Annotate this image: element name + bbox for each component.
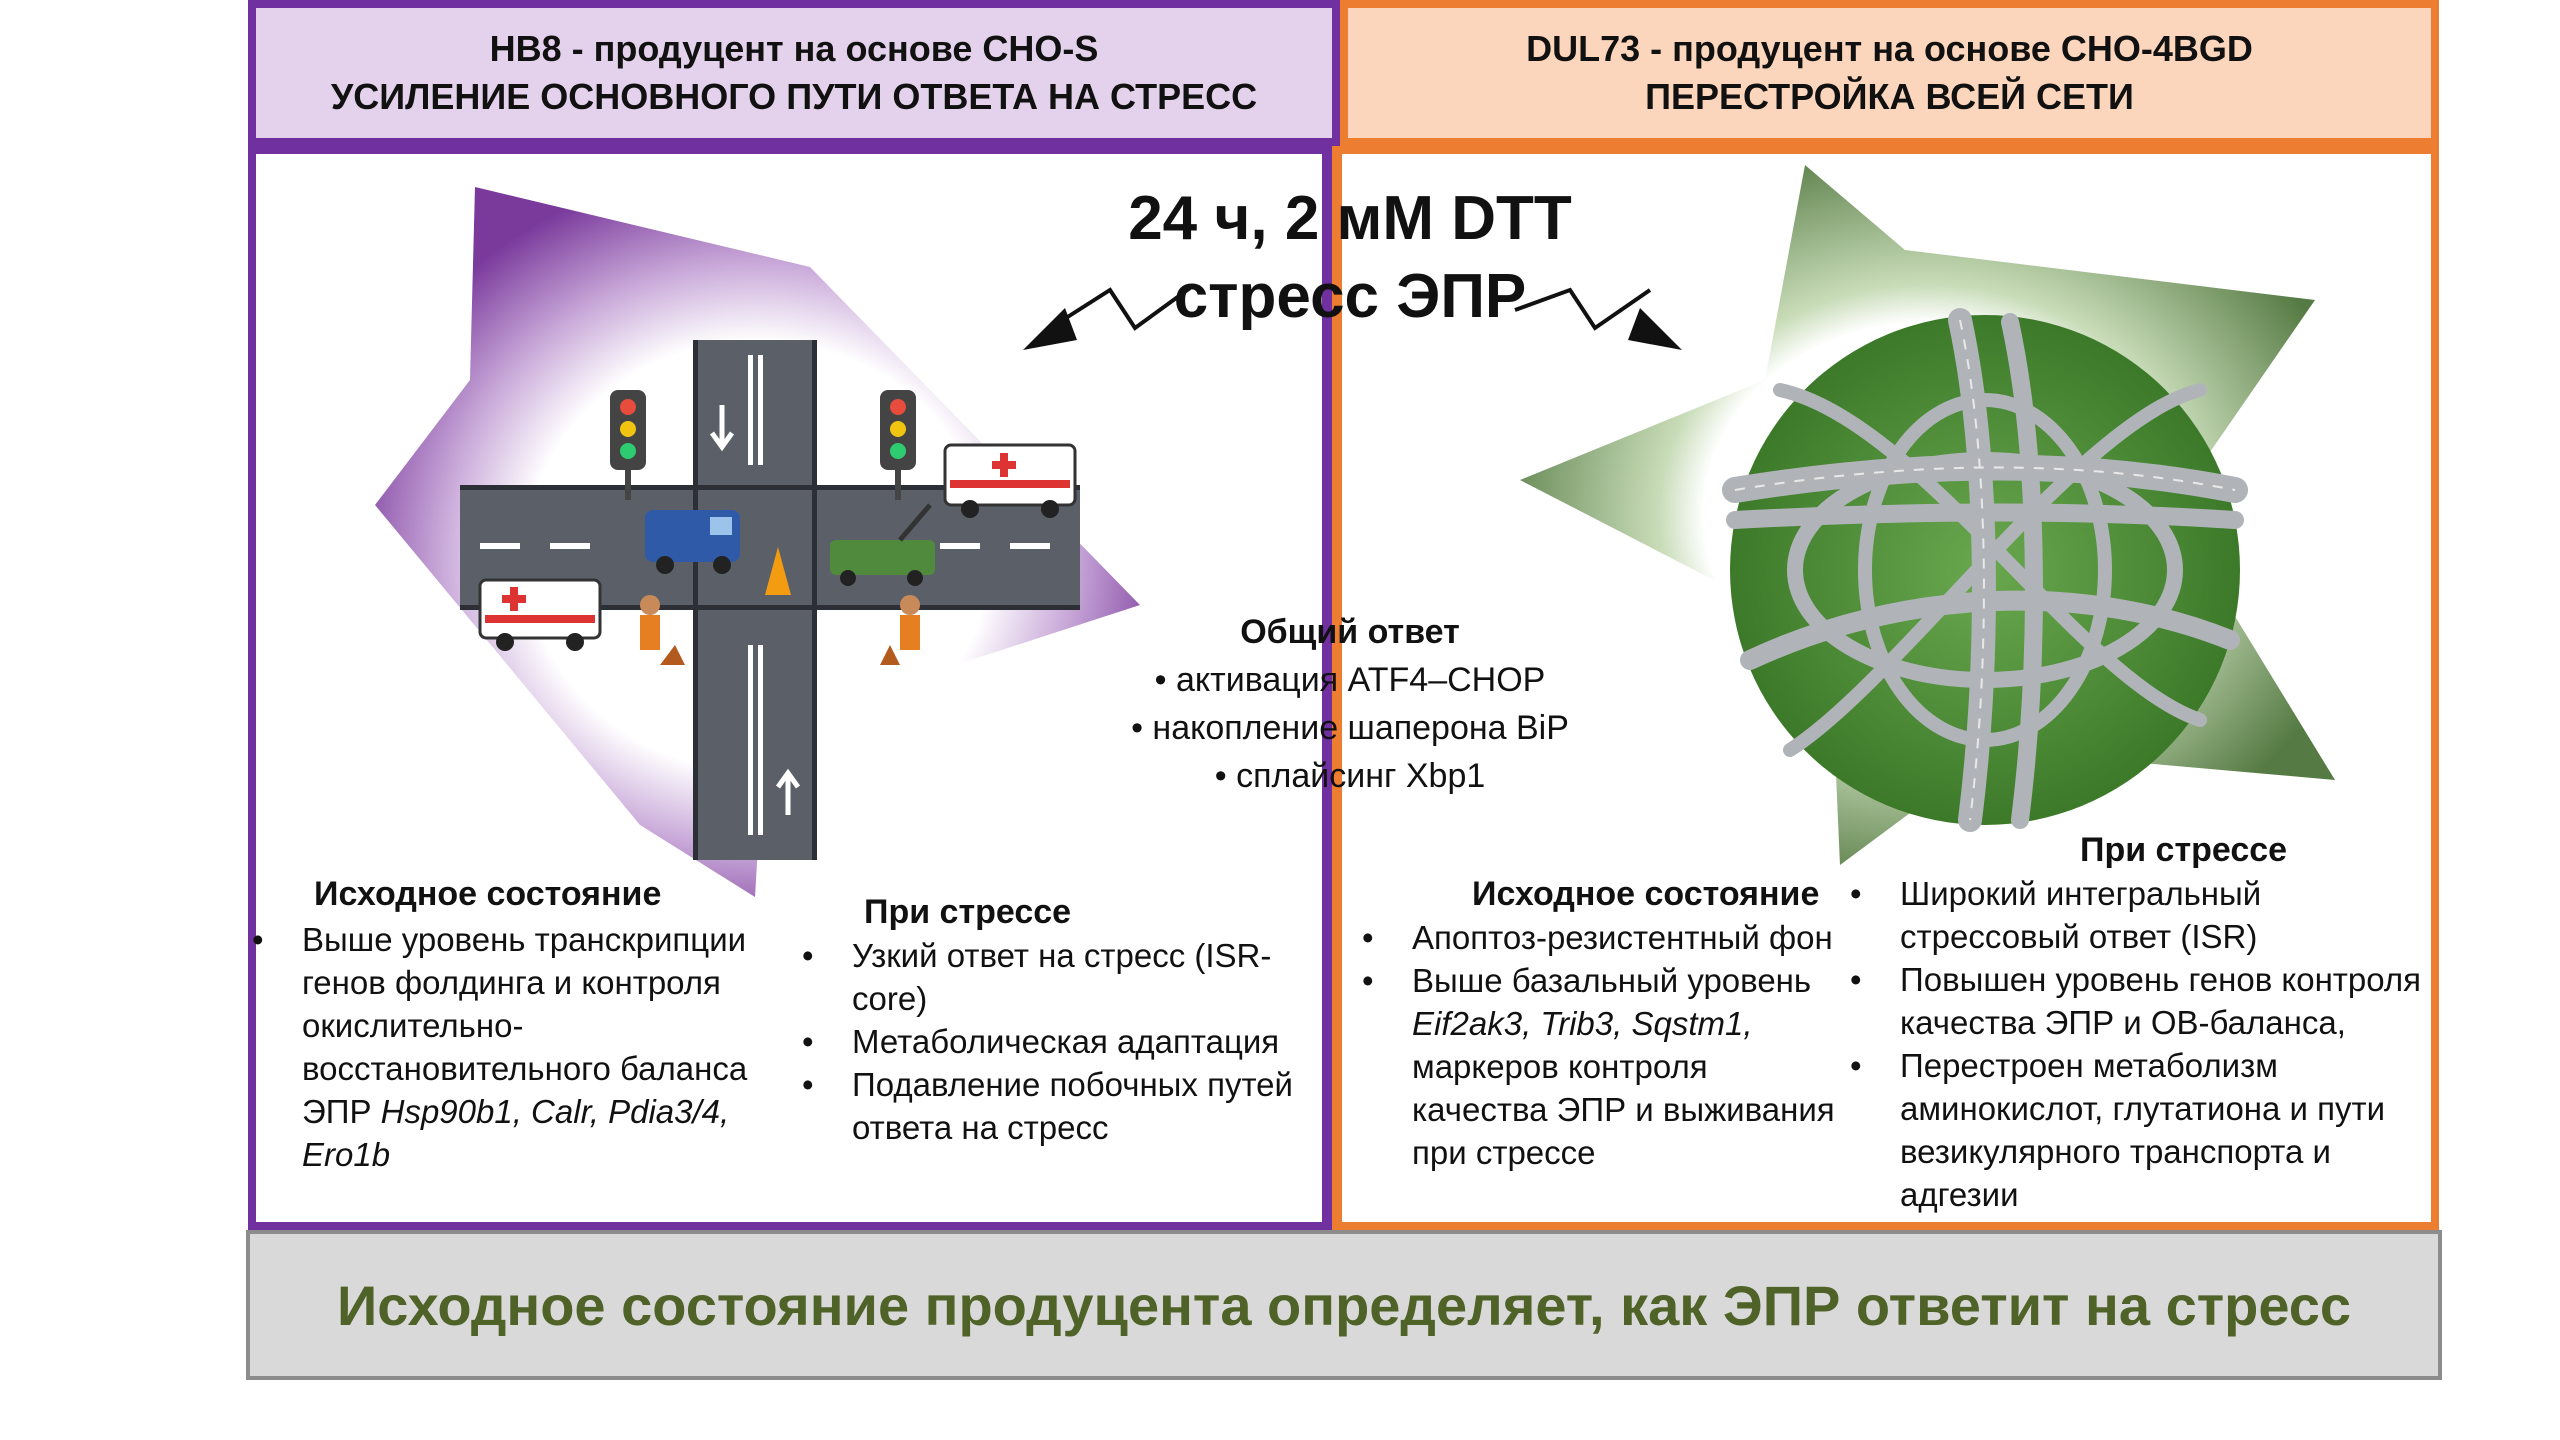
right-header-title: DUL73 - продуцент на основе CHO-4BGD <box>1526 28 2253 69</box>
stress-condition-dose: 24 ч, 2 мМ DTT <box>1128 184 1572 253</box>
lightning-arrow-left-icon <box>1023 286 1192 350</box>
common-response-item: • накопление шаперона BiP <box>1131 709 1569 747</box>
ambulance-bottom-icon <box>478 578 602 651</box>
list-item: Метаболическая адаптация <box>802 1020 1322 1063</box>
left-header-subtitle: УСИЛЕНИЕ ОСНОВНОГО ПУТИ ОТВЕТА НА СТРЕСС <box>330 76 1258 117</box>
lightning-arrow-right-icon <box>1514 287 1682 350</box>
left-header: HB8 - продуцент на основе CHO-S УСИЛЕНИЕ… <box>248 0 1340 146</box>
traffic-light-right-icon <box>880 390 916 500</box>
left-stress-title: При стрессе <box>864 893 1072 931</box>
stress-condition: 24 ч, 2 мМ DTT стресс ЭПР <box>1030 180 1670 336</box>
list-item: Перестроен метаболизм аминокислот, глута… <box>1850 1044 2435 1216</box>
left-panel <box>248 146 1338 1230</box>
right-baseline-item-text: Выше базальный уровень <box>1412 962 1812 999</box>
ambulance-top-icon <box>943 443 1077 518</box>
traffic-cone-icon <box>765 547 791 595</box>
intersection-illustration <box>375 187 1140 897</box>
right-baseline-item-suffix: маркеров контроля качества ЭПР и выживан… <box>1412 1048 1835 1171</box>
left-stress-block: При стрессе Узкий ответ на стресс (ISR-c… <box>802 890 1322 1149</box>
right-stress-title: При стрессе <box>2080 831 2288 869</box>
list-item: Выше базальный уровень Eif2ak3, Trib3, S… <box>1362 959 1842 1174</box>
left-header-title: HB8 - продуцент на основе CHO-S <box>489 28 1099 69</box>
list-item: Повышен уровень генов контроля качества … <box>1850 958 2435 1044</box>
right-header-subtitle: ПЕРЕСТРОЙКА ВСЕЙ СЕТИ <box>1645 76 2134 117</box>
list-item: Широкий интегральный стрессовый ответ (I… <box>1850 872 2435 958</box>
worker-right-icon <box>880 595 920 665</box>
blue-van-icon <box>645 510 740 574</box>
left-baseline-genes: Hsp90b1, Calr, Pdia3/4, Ero1b <box>302 1093 730 1173</box>
right-baseline-genes: Eif2ak3, Trib3, Sqstm1, <box>1412 1005 1753 1042</box>
highway-interchange-illustration <box>1520 165 2335 865</box>
right-stress-block: При стрессе Широкий интегральный стрессо… <box>1850 828 2435 1216</box>
left-baseline-title: Исходное состояние <box>314 875 662 913</box>
tow-truck-icon <box>830 503 935 586</box>
list-item: Выше уровень транскрипции генов фолдинга… <box>252 918 772 1176</box>
left-baseline-block: Исходное состояние Выше уровень транскри… <box>252 872 772 1176</box>
conclusion-banner: Исходное состояние продуцента определяет… <box>246 1230 2442 1380</box>
road-vertical <box>695 340 815 860</box>
conclusion-text: Исходное состояние продуцента определяет… <box>336 1273 2352 1337</box>
common-response: Общий ответ • активация ATF4–CHOP • нако… <box>1080 608 1620 800</box>
right-baseline-block: Исходное состояние Апоптоз-резистентный … <box>1362 872 1842 1174</box>
list-item: Апоптоз-резистентный фон <box>1362 916 1842 959</box>
purple-divider <box>1322 146 1332 1230</box>
orange-divider <box>1332 146 1342 1230</box>
common-response-item: • сплайсинг Xbp1 <box>1214 757 1486 795</box>
left-baseline-item-text: Выше уровень транскрипции генов фолдинга… <box>302 921 748 1130</box>
common-response-title: Общий ответ <box>1240 613 1460 651</box>
stress-condition-type: стресс ЭПР <box>1173 262 1527 331</box>
worker-left-icon <box>640 595 685 665</box>
right-baseline-title: Исходное состояние <box>1472 875 1820 913</box>
list-item: Подавление побочных путей ответа на стре… <box>802 1063 1322 1149</box>
common-response-item: • активация ATF4–CHOP <box>1154 661 1546 699</box>
right-header: DUL73 - продуцент на основе CHO-4BGD ПЕР… <box>1340 0 2439 146</box>
traffic-light-left-icon <box>610 390 646 500</box>
right-panel <box>1340 146 2439 1230</box>
list-item: Узкий ответ на стресс (ISR-core) <box>802 934 1322 1020</box>
